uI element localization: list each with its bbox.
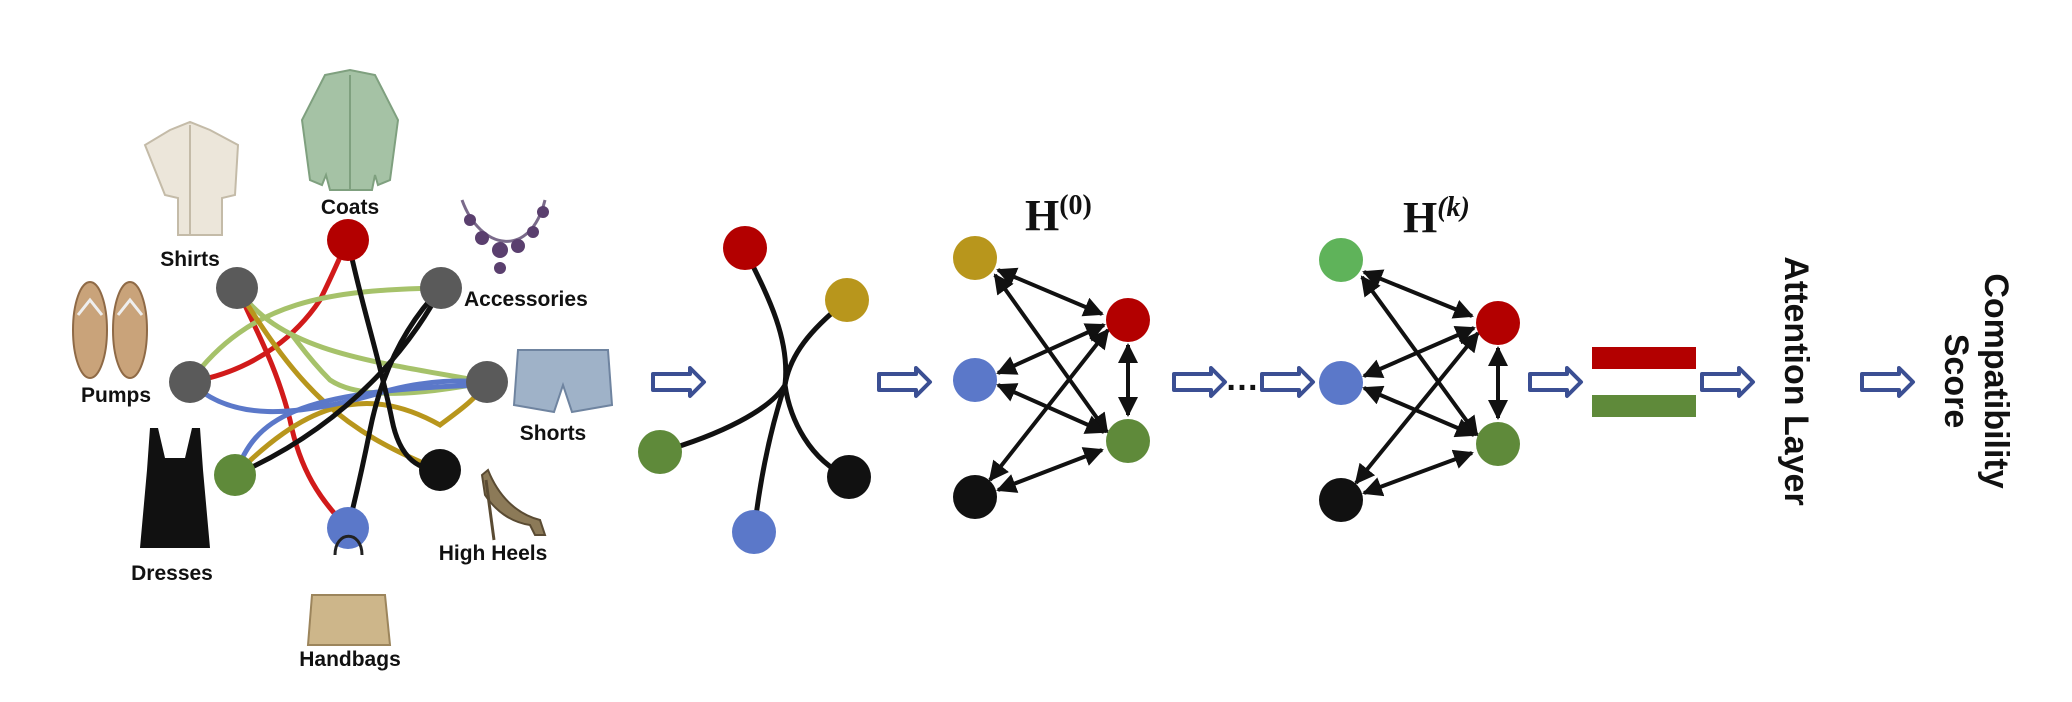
label-accessories: Accessories — [464, 288, 588, 311]
graph-h0: H(0) — [953, 190, 1150, 519]
hk-edge-lightgreen-red — [1362, 269, 1474, 319]
flow-arrow-6 — [1700, 366, 1755, 398]
node-accessories — [420, 267, 462, 309]
label-high-heels: High Heels — [439, 542, 548, 565]
node-shorts — [466, 361, 508, 403]
edge-handbags-shirts — [234, 284, 351, 531]
h0-node-blue — [953, 358, 997, 402]
h0-edge-gold-red — [996, 267, 1104, 317]
necklace-icon — [460, 199, 549, 274]
edge-shorts-dresses-green — [289, 332, 490, 396]
coat-icon — [300, 68, 400, 191]
h0-node-red — [1106, 298, 1150, 342]
edge-coats-highheels — [345, 237, 443, 473]
hk-node-blue — [1319, 361, 1363, 405]
node-coats — [327, 219, 369, 261]
edge-pumps-accessories — [187, 285, 444, 385]
subgraph-node-black — [827, 455, 871, 499]
compatibility-score-label-line1: Compatibility — [1977, 273, 2015, 488]
hk-edge-black-green — [1362, 449, 1474, 497]
category-graph-edges — [187, 237, 490, 531]
subgraph-node-red — [723, 226, 767, 270]
edge-dresses-shorts-blue — [232, 382, 490, 478]
node-pumps — [169, 361, 211, 403]
label-coats: Coats — [321, 196, 379, 219]
h0-edge-blue-red — [996, 323, 1106, 375]
shirt-icon — [143, 120, 240, 236]
category-graph: Coats Shirts Accessories Pumps Shorts Dr… — [72, 68, 614, 671]
node-high-heels — [419, 449, 461, 491]
edge-dresses-shorts — [232, 379, 490, 478]
hk-node-green — [1476, 422, 1520, 466]
label-dresses: Dresses — [131, 562, 213, 585]
label-shirts: Shirts — [160, 248, 220, 271]
edge-pumps-shorts-blue — [187, 378, 490, 415]
h0-node-black — [953, 475, 997, 519]
node-handbags — [327, 507, 369, 549]
edge-accessories-dresses — [232, 285, 444, 478]
flow-arrow-4 — [1260, 366, 1315, 398]
layers-ellipsis: … — [1225, 360, 1259, 398]
hk-title: H(k) — [1403, 192, 1470, 242]
flow-arrow-5 — [1528, 366, 1583, 398]
subgraph-edge-blue — [751, 382, 788, 535]
node-dresses — [214, 454, 256, 496]
hk-node-lightgreen — [1319, 238, 1363, 282]
shorts-icon — [512, 349, 614, 414]
h0-title: H(0) — [1025, 190, 1092, 240]
sandals-icon — [72, 281, 148, 379]
edge-shirts-shorts — [234, 285, 490, 385]
outfit-subgraph — [638, 226, 871, 554]
compatibility-score-label-line2: Score — [1937, 334, 1975, 429]
node-feature-vectors — [1592, 347, 1696, 417]
flow-arrow-1 — [651, 366, 706, 398]
h0-edge-black-green — [996, 447, 1104, 493]
graph-hk: H(k) — [1319, 192, 1520, 522]
flow-arrow-7 — [1860, 366, 1915, 398]
subgraph-node-gold — [825, 278, 869, 322]
subgraph-edge-red — [742, 247, 789, 388]
label-pumps: Pumps — [81, 384, 151, 407]
edge-accessories-handbags — [345, 285, 444, 531]
flow-arrow-2 — [877, 366, 932, 398]
attention-layer-label: Attention Layer — [1777, 256, 1815, 505]
hk-edge-blue-red — [1362, 326, 1476, 378]
h0-node-green — [1106, 419, 1150, 463]
high-heel-icon — [480, 468, 547, 541]
subgraph-node-green — [638, 430, 682, 474]
subgraph-node-blue — [732, 510, 776, 554]
dress-icon — [140, 428, 210, 548]
feature-bar-green — [1592, 395, 1696, 417]
node-shirts — [216, 267, 258, 309]
feature-bar-red — [1592, 347, 1696, 369]
hk-node-black — [1319, 478, 1363, 522]
flow-arrow-3 — [1172, 366, 1227, 398]
label-shorts: Shorts — [520, 422, 587, 445]
hk-node-red — [1476, 301, 1520, 345]
handbag-icon — [306, 534, 392, 646]
label-handbags: Handbags — [299, 648, 401, 671]
h0-node-gold — [953, 236, 997, 280]
